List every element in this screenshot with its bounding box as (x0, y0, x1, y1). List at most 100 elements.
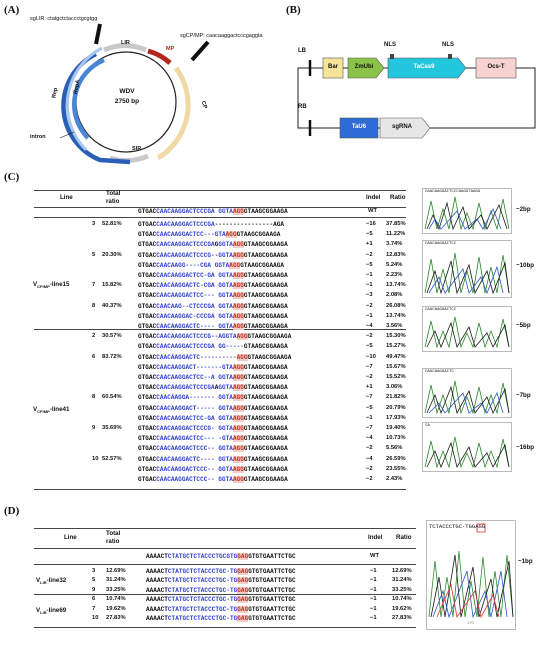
row-ratio: 3.74% (386, 241, 403, 248)
chromatogram-5-label: ~16bp (516, 444, 535, 451)
d-wt-seq-segment: GAG (237, 553, 249, 560)
row-total-ratio: 15.82% (102, 282, 122, 289)
row-indel: −7 (366, 425, 373, 431)
row-seq-segment: GGTA (218, 465, 233, 473)
row-total-ratio: 19.62% (106, 605, 126, 612)
row-line-number: 8 (92, 302, 96, 309)
row-seq-segment: GTGAC (138, 363, 157, 371)
row-total-ratio: 52.57% (102, 455, 122, 462)
row-seq-segment: AGG (232, 414, 244, 422)
panel-label-b: (B) (286, 4, 301, 16)
row-seq-segment: GGTA (221, 333, 237, 341)
row-seq-segment: GTAAGCGGAAGA (243, 374, 288, 381)
table-d-rule-wt (34, 564, 416, 565)
row-ratio: 21.82% (386, 394, 406, 401)
row-seq-segment: GGTA (218, 251, 233, 259)
row-seq-segment: GTAAGCGGAAGA (243, 251, 288, 259)
row-indel: −5 (366, 343, 373, 350)
chromatogram-3: CAACAAGGACTCC (422, 306, 512, 352)
row-ratio: 2.08% (386, 292, 403, 299)
row-seq-segment: GAG (237, 568, 249, 575)
row-seq-segment: ---- (221, 353, 237, 361)
row-sequence: AAAACTCTATGCTCTACCCTGC-TGGAGGTGTGAATTCTG… (146, 596, 296, 604)
row-ratio: 5.24% (386, 261, 403, 268)
row-sequence: GTGACCAACAAGGACTCCCG- GGTAAGGGTAAGCGGAAG… (138, 425, 288, 432)
row-seq-segment: AGG (232, 323, 244, 330)
row-seq-segment: GAG (237, 605, 249, 613)
ocst-box: Ocs-T (487, 64, 505, 70)
row-indel: −1 (366, 312, 373, 319)
row-total-ratio: 33.25% (106, 586, 126, 593)
row-sequence: GTGACCAACAAGGAC-CCCGA GGTAAGGGTAAGCGGAAG… (138, 312, 288, 320)
row-seq-segment: G (214, 241, 219, 249)
row-sequence: GTGACCAACAAGGACTCC--- -GTAAGGGTAAGCGGAAG… (138, 435, 288, 443)
row-seq-segment: CAACAAG--CTCCCGA (156, 302, 215, 310)
row-seq-segment: AGG (232, 476, 244, 483)
row-seq-segment: GTAAGCGGAAGA (243, 414, 288, 422)
row-sequence: AAAACTCTATGCTCTACCCTGC-TGGAGGTGTGAATTCTG… (146, 577, 296, 585)
panel-b-construct: LB RB Bar ZmUbi NLS NLS TaCas9 Ocs-T TaU… (290, 20, 545, 155)
header-ratio: Ratio (390, 194, 406, 201)
table-rule-group (34, 329, 406, 330)
chromatogram-4: CAACAAGGACTC (422, 368, 512, 418)
wt-seq-segment: CAACAAGGACTCCCGA (156, 208, 215, 215)
wt-sequence: GTGACCAACAAGGACTCCCGA GGTAAGGGTAAGCGGAAG… (138, 208, 288, 215)
row-seq-segment: CAACAAGGACTCCCG--A (156, 333, 222, 341)
row-sequence: GTGACCAACAAGGA------- GGTAAGGGTAAGCGGAAG… (138, 394, 288, 402)
row-ratio: 26.08% (386, 302, 406, 309)
nls-label-2: NLS (442, 42, 454, 48)
row-indel: −1 (366, 272, 373, 278)
row-seq-segment: GTGAC (138, 221, 157, 228)
row-seq-segment: GGTA (218, 312, 233, 320)
row-indel: −1 (370, 568, 377, 574)
tau6-box: TaU6 (351, 124, 367, 130)
row-sequence: GTGACCAACAAGGACTCC---GTAAGGGTAAGCGGAAGA (138, 231, 281, 239)
row-seq-segment: CAACAAGGACTCCCGA (156, 241, 215, 249)
row-seq-segment: GTAAGCGGAAGA (236, 231, 281, 239)
row-sequence: GTGACCAACAAGGACTC-CGA GGTAAGGGTAAGCGGAAG… (138, 282, 288, 290)
row-seq-segment: GTAAGCGGAAGA (243, 241, 288, 249)
row-line-number: 6 (92, 353, 96, 360)
row-indel: −16 (366, 221, 376, 227)
row-indel: −5 (366, 261, 373, 268)
row-line-number: 8 (92, 394, 96, 401)
row-seq-segment: CAACAAGGACTC-CGA (156, 282, 215, 290)
table-rule-top (34, 190, 406, 191)
row-indel: −2 (366, 302, 373, 309)
row-seq-segment: CTATGCTCTACCCTGC-TG (167, 586, 238, 594)
row-seq-segment: GTGAC (138, 323, 157, 330)
row-sequence: GTGACCAACAAGGACTC---- GGTAAGGGTAAGCGGAAG… (138, 455, 288, 463)
nls-label-1: NLS (384, 42, 396, 48)
row-seq-segment: GTGAC (138, 312, 157, 320)
row-ratio: 15.27% (386, 343, 406, 350)
row-seq-segment: AGG (232, 312, 244, 320)
row-seq-segment: GGTA (218, 384, 233, 392)
row-sequence: GTGACCAACAAGGACTCCC-- GGTAAGGGTAAGCGGAAG… (138, 465, 288, 473)
row-sequence: GTGACCAACAAGGACTCC-GA GGTAAGGGTAAGCGGAAG… (138, 272, 288, 279)
chromatogram-4-trace (424, 380, 510, 415)
row-sequence: GTGACCAACAAGGACTCC--A GGTAAGGGTAAGCGGAAG… (138, 374, 288, 381)
row-ratio: 13.74% (386, 312, 406, 319)
wt-seq-segment: GTAAGCGGAAGA (243, 208, 288, 215)
wdv-center-size: 2750 bp (114, 98, 140, 105)
d-header-total: Total (106, 530, 121, 537)
d-wt-seq-segment: GTGTGAATTCTGC (248, 553, 296, 560)
row-indel: −1 (370, 605, 377, 612)
row-seq-segment: AGG (236, 353, 248, 361)
row-ratio: 23.55% (386, 465, 406, 472)
row-seq-segment: GTGAC (138, 445, 157, 453)
row-total-ratio: 20.30% (102, 251, 122, 258)
sglir-label: sgLIR: ctatgctctaccctgcgtgg (30, 16, 98, 22)
wdv-center-title: WDV (119, 88, 135, 95)
row-ratio: 19.62% (392, 605, 412, 612)
row-seq-segment: GGTA (218, 414, 233, 422)
row-seq-segment: GTGAC (138, 282, 157, 290)
row-sequence: GTGACCAACAAGGACTC---- GGTAAGGGTAAGCGGAAG… (138, 323, 288, 330)
row-seq-segment: GTAAGCGGAAGA (243, 425, 288, 432)
row-seq-segment: AGG (232, 445, 244, 453)
lb-label: LB (298, 48, 306, 54)
row-ratio: 37.85% (386, 221, 406, 227)
row-seq-segment: GTGAC (138, 343, 157, 351)
row-ratio: 13.74% (386, 282, 406, 289)
row-sequence: GTGACCAACAAGGACTCCCGA----------------AGA (138, 221, 284, 228)
